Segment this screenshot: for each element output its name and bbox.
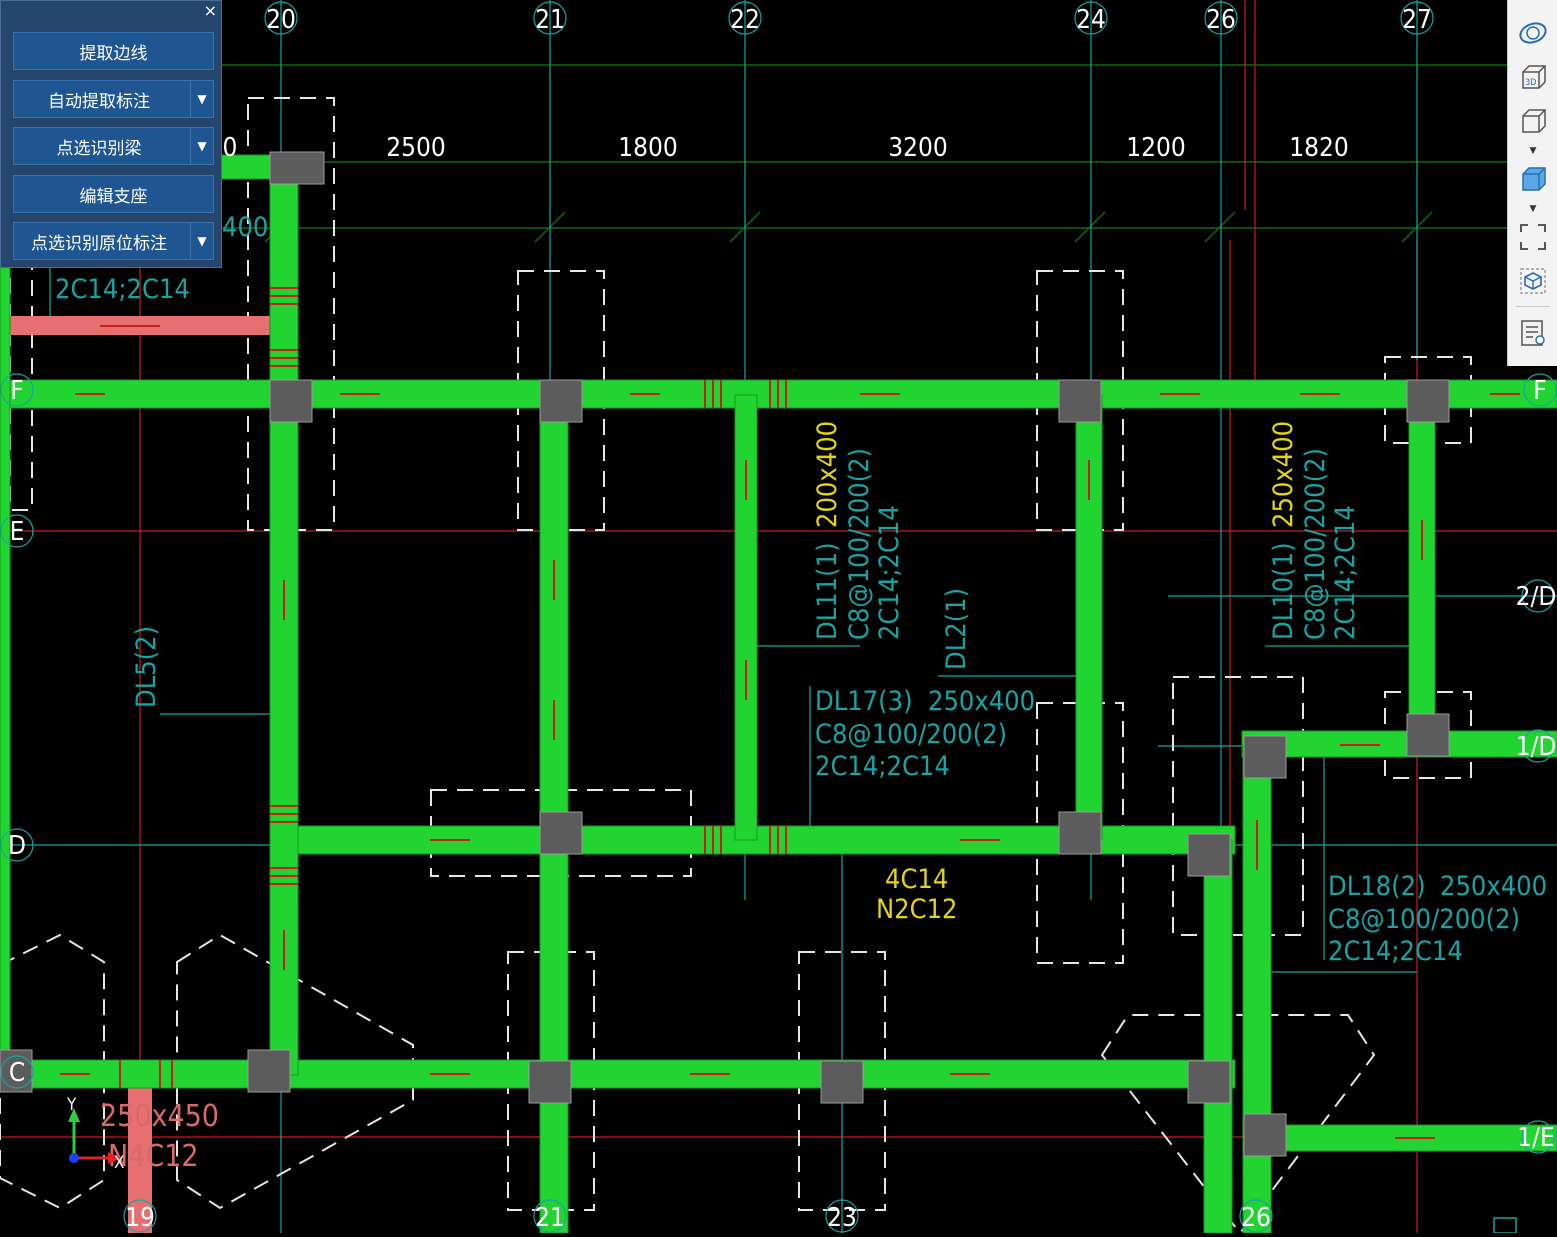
ucs-y-label: Y [66,1095,77,1115]
beam-stirrup-dl17[interactable]: C8@100/200(2) [815,719,1007,750]
close-icon[interactable]: × [203,1,217,20]
beam-name-dl10[interactable]: DL10(1) [1268,542,1299,640]
grid-label-bottom: 19 [125,1203,155,1233]
beam-stirrup-dl18[interactable]: C8@100/200(2) [1328,904,1520,935]
beam-name-dl2[interactable]: DL2(1) [941,588,972,670]
chevron-down-icon[interactable]: ▼ [190,128,213,164]
beam-rebar-dl11[interactable]: 2C14;2C14 [874,505,905,640]
recognition-panel: × 提取边线 自动提取标注 ▼ 点选识别梁 ▼ 编辑支座 点选识别原位标注 ▼ [0,0,222,268]
dimension-text: 1200 [1126,133,1186,163]
grid-label-left: E [10,517,25,547]
grid-label-top: 22 [730,5,760,35]
cube-solid-icon[interactable] [1516,162,1550,196]
orbit-icon[interactable] [1516,16,1550,50]
beam-size-dl18[interactable]: 250x400 [1440,871,1547,902]
beam-name-dl5[interactable]: DL5(2) [131,626,162,708]
beam-name-dl11[interactable]: DL11(1) [812,542,843,640]
beam-stirrup-dl11[interactable]: C8@100/200(2) [844,448,875,640]
beam-size-dl11[interactable]: 200x400 [812,421,843,528]
edit-support-button[interactable]: 编辑支座 [13,175,214,213]
chevron-down-icon[interactable]: ▼ [1529,204,1537,214]
ucs-x-label: X [114,1153,124,1173]
beam-rebar-dl18[interactable]: 2C14;2C14 [1328,936,1463,967]
beam-name-dl18[interactable]: DL18(2) [1328,871,1426,902]
grid-label-right: F [1533,376,1546,406]
beam-size-partial[interactable]: 400 [222,212,268,243]
top-rebar-note[interactable]: 4C14 [885,864,948,895]
beam-stirrup-dl10[interactable]: C8@100/200(2) [1300,448,1331,640]
button-label: 编辑支座 [79,186,148,207]
button-label: 点选识别原位标注 [31,233,167,254]
selected-beam-waist[interactable]: N4C12 [108,1139,199,1174]
grid-label-right: 1/D [1516,732,1557,762]
button-label: 点选识别梁 [56,138,142,159]
columns[interactable] [0,151,1450,1157]
beam-size-dl17[interactable]: 250x400 [928,686,1035,717]
beam-axis-dashes [60,325,1520,1139]
grid-label-right: 2/D [1516,582,1557,612]
grid-label-bottom: 21 [535,1203,565,1233]
view-toolbar: 3D ▼ ▼ [1507,0,1557,366]
grid-label-top: 24 [1076,5,1106,35]
dimension-text: 3200 [888,133,948,163]
chevron-down-icon[interactable]: ▼ [1529,146,1537,156]
dimension-lines [0,64,1557,243]
grid-label-bottom: 23 [827,1203,857,1233]
beam-size-dl10[interactable]: 250x400 [1268,421,1299,528]
dimension-text: 2500 [386,133,446,163]
grid-label-left: F [10,376,23,406]
pick-identify-beam-button[interactable]: 点选识别梁 ▼ [13,127,214,165]
beam-rebar-note[interactable]: 2C14;2C14 [55,274,190,305]
pick-identify-inplace-annotation-button[interactable]: 点选识别原位标注 ▼ [13,222,214,260]
dimension-text: 1820 [1289,133,1349,163]
button-label: 提取边线 [79,43,148,64]
scroll-marker [1493,1217,1517,1234]
extract-edges-button[interactable]: 提取边线 [13,32,214,70]
beam-rebar-dl17[interactable]: 2C14;2C14 [815,751,950,782]
auto-extract-annotation-button[interactable]: 自动提取标注 ▼ [13,80,214,118]
properties-list-icon[interactable] [1516,316,1550,350]
toolbar-divider [1516,306,1550,307]
beam-rebar-dl10[interactable]: 2C14;2C14 [1330,505,1361,640]
3d-badge-text: 3D [1525,78,1536,88]
grid-label-left: D [8,831,26,861]
button-label: 自动提取标注 [48,91,150,112]
highlighted-beam-vertical[interactable] [128,1085,152,1233]
grid-label-top: 20 [266,5,296,35]
grid-label-top: 27 [1402,5,1432,35]
cube-wire-icon[interactable] [1516,104,1550,138]
zoom-extents-icon[interactable] [1516,220,1550,254]
3d-view-icon[interactable]: 3D [1516,60,1550,94]
beam-break-marks [119,287,787,1088]
chevron-down-icon[interactable]: ▼ [190,223,213,259]
ucs-icon: Y X [66,1095,124,1173]
grid-label-top: 21 [535,5,565,35]
grid-label-top: 26 [1206,5,1236,35]
selected-beam-size[interactable]: 250x450 [100,1099,219,1134]
chevron-down-icon[interactable]: ▼ [190,81,213,117]
beam-name-dl17[interactable]: DL17(3) [815,686,913,717]
grid-label-bottom: 26 [1241,1203,1271,1233]
grid-label-left: C [9,1058,25,1088]
waist-rebar-note[interactable]: N2C12 [876,894,958,925]
dimension-text: 0 [223,133,238,163]
layer-display-icon[interactable] [1516,264,1550,298]
dimension-text: 1800 [618,133,678,163]
grid-label-right: 1/E [1517,1123,1555,1153]
